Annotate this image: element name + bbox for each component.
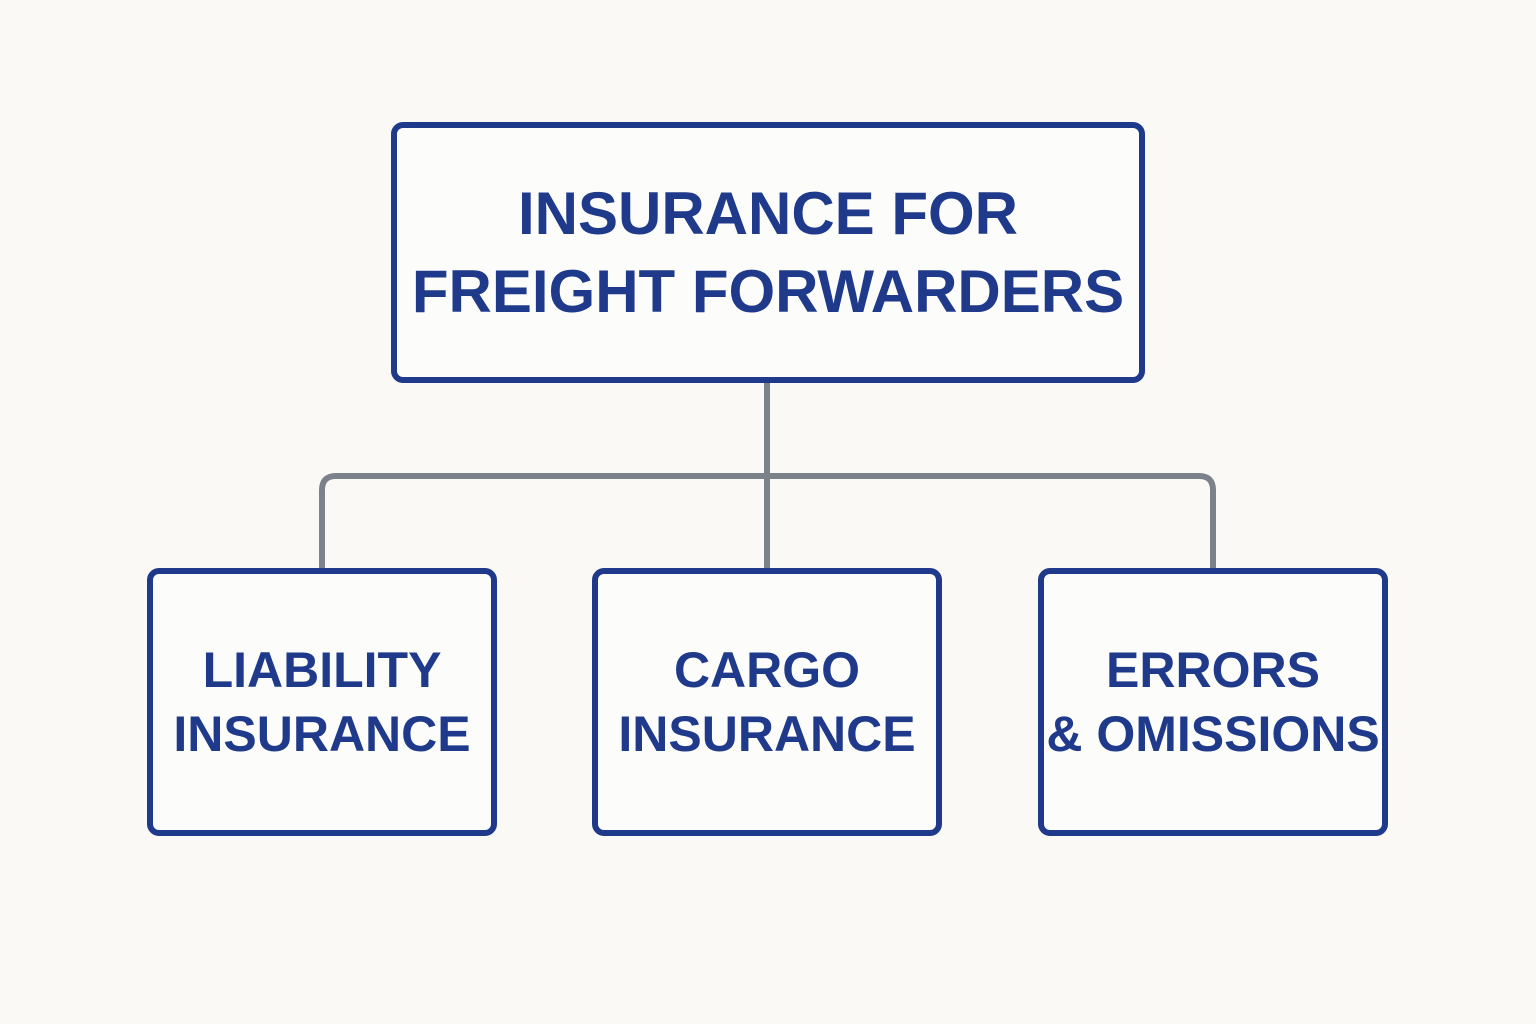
- child-node-label-line-2: INSURANCE: [173, 706, 471, 762]
- child-node-errors-omissions: ERRORS & OMISSIONS: [1038, 568, 1388, 836]
- child-node-label-line-2: & OMISSIONS: [1046, 706, 1380, 762]
- child-node-liability-insurance: LIABILITY INSURANCE: [147, 568, 497, 836]
- child-node-label-line-1: CARGO: [673, 642, 861, 698]
- root-node: INSURANCE FOR FREIGHT FORWARDERS: [391, 122, 1145, 383]
- root-node-label-line-1: INSURANCE FOR: [517, 179, 1018, 247]
- child-node-cargo-insurance: CARGO INSURANCE: [592, 568, 942, 836]
- root-node-label-line-2: FREIGHT FORWARDERS: [411, 257, 1125, 325]
- connector-horizontal-bar: [319, 473, 1216, 568]
- child-node-label-line-2: INSURANCE: [618, 706, 916, 762]
- child-node-label-line-1: LIABILITY: [202, 642, 442, 698]
- child-node-label-line-1: ERRORS: [1106, 642, 1320, 698]
